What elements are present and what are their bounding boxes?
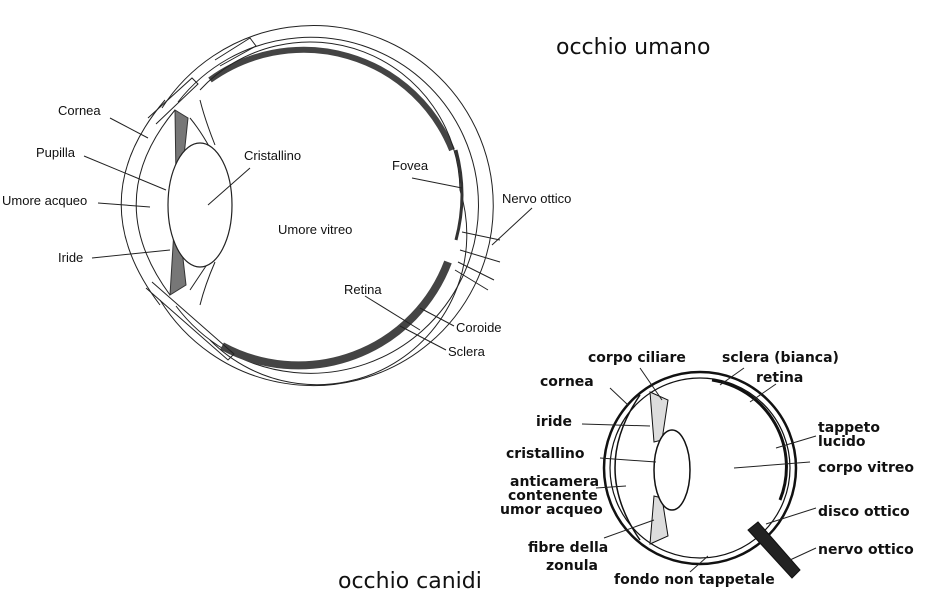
label-nervo-ottico: Nervo ottico <box>502 191 571 206</box>
label-sclera: Sclera <box>448 344 486 359</box>
label-c-disco-ottico: disco ottico <box>818 504 910 520</box>
label-c-iride: iride <box>536 414 572 430</box>
label-c-cristallino: cristallino <box>506 446 585 462</box>
label-cornea: Cornea <box>58 103 101 118</box>
title-human: occhio umano <box>556 35 710 60</box>
leader-coroide <box>420 308 454 326</box>
label-c-corpo-vitreo: corpo vitreo <box>818 460 914 476</box>
label-cristallino: Cristallino <box>244 148 301 163</box>
leader-c-anticamera <box>596 486 626 488</box>
label-c-fibre-1: fibre della <box>528 540 608 556</box>
human-zonule-upper <box>190 100 215 148</box>
label-c-corpo-ciliare: corpo ciliare <box>588 350 686 366</box>
leader-umore-acqueo <box>98 203 150 207</box>
human-lens <box>168 143 232 267</box>
leader-c-nervo <box>790 548 816 560</box>
human-retina-line <box>200 42 467 385</box>
label-c-sclera: sclera (bianca) <box>722 350 839 366</box>
label-c-fibre-2: zonula <box>546 558 598 574</box>
human-cornea <box>121 100 165 305</box>
label-coroide: Coroide <box>456 320 502 335</box>
human-eyelid-upper <box>148 78 198 124</box>
leader-c-sclera <box>720 368 744 385</box>
label-umore-acqueo: Umore acqueo <box>2 193 87 208</box>
canine-tapetum <box>712 380 786 500</box>
label-c-anticamera-3: umor acqueo <box>500 502 603 518</box>
leader-c-iride <box>582 424 650 426</box>
leader-c-cristallino <box>600 458 656 462</box>
leader-c-disco <box>766 508 816 524</box>
human-eye-diagram: Cornea Pupilla Umore acqueo Iride Crista… <box>2 26 571 386</box>
leader-fovea <box>412 178 462 188</box>
label-pupilla: Pupilla <box>36 145 76 160</box>
label-fovea: Fovea <box>392 158 429 173</box>
label-iride: Iride <box>58 250 83 265</box>
label-umore-vitreo: Umore vitreo <box>278 222 352 237</box>
human-choroid-layer-lower <box>222 262 448 365</box>
canine-eye-diagram: corpo ciliare sclera (bianca) cornea ret… <box>500 350 914 588</box>
leader-c-cornea <box>610 388 628 405</box>
leader-iride <box>92 250 170 258</box>
leader-nervo-ottico <box>492 208 532 245</box>
label-c-fondo: fondo non tappetale <box>614 572 775 588</box>
label-c-tappeto-2: lucido <box>818 434 866 450</box>
title-canine: occhio canidi <box>338 569 482 594</box>
leader-c-corpo-vitreo <box>734 462 810 468</box>
human-optic-nerve <box>455 232 500 290</box>
leader-c-retina <box>750 384 776 402</box>
canine-lens <box>654 430 690 510</box>
human-choroid-layer <box>210 50 452 150</box>
label-c-cornea: cornea <box>540 374 594 390</box>
leader-pupilla <box>84 156 166 190</box>
label-c-retina: retina <box>756 370 803 386</box>
leader-cornea <box>110 118 148 138</box>
label-retina: Retina <box>344 282 382 297</box>
label-c-nervo-ottico: nervo ottico <box>818 542 914 558</box>
